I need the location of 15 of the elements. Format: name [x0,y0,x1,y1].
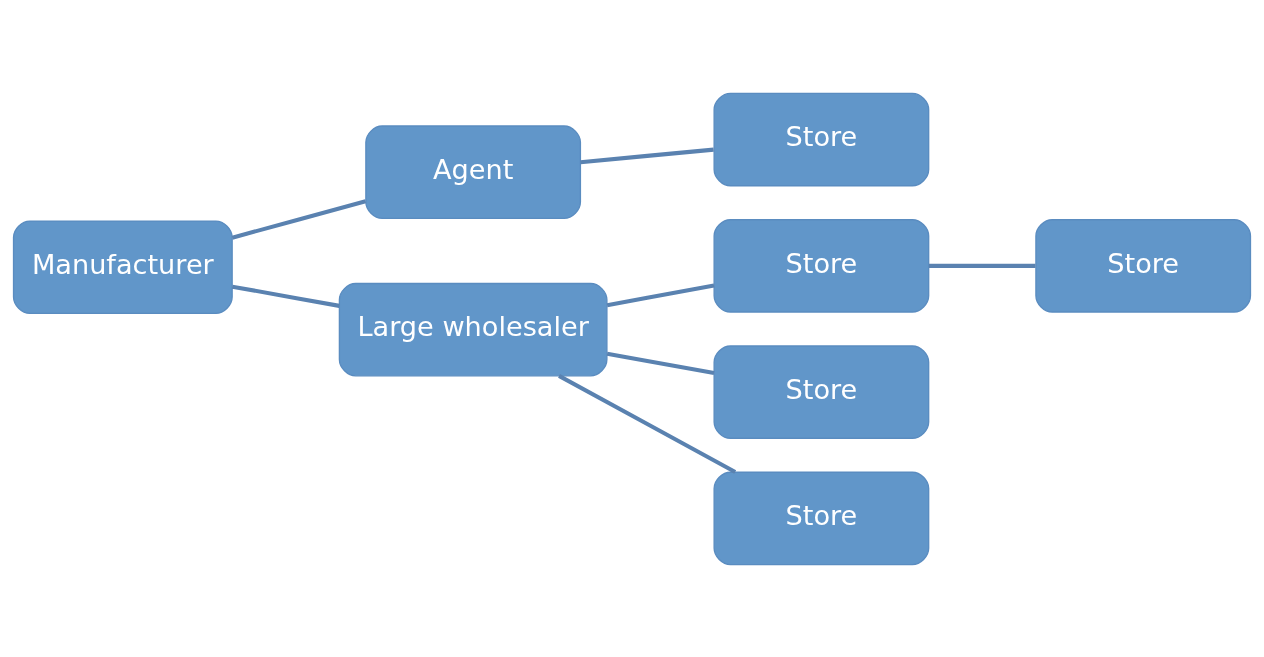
node-box: Store [713,92,930,186]
connector [929,263,1036,268]
node-box: Agent [365,124,582,219]
node-box: Store [713,344,930,439]
node-box: Store [1035,218,1252,313]
node-box: Manufacturer [12,219,233,314]
connector [606,351,715,375]
node-box: Store [713,471,930,565]
node-box: Large wholesaler [338,282,608,376]
connector [558,373,737,474]
connector [606,282,715,307]
connector [580,147,714,164]
connector [231,198,367,240]
connector [231,284,340,308]
node-box: Store [713,218,930,313]
